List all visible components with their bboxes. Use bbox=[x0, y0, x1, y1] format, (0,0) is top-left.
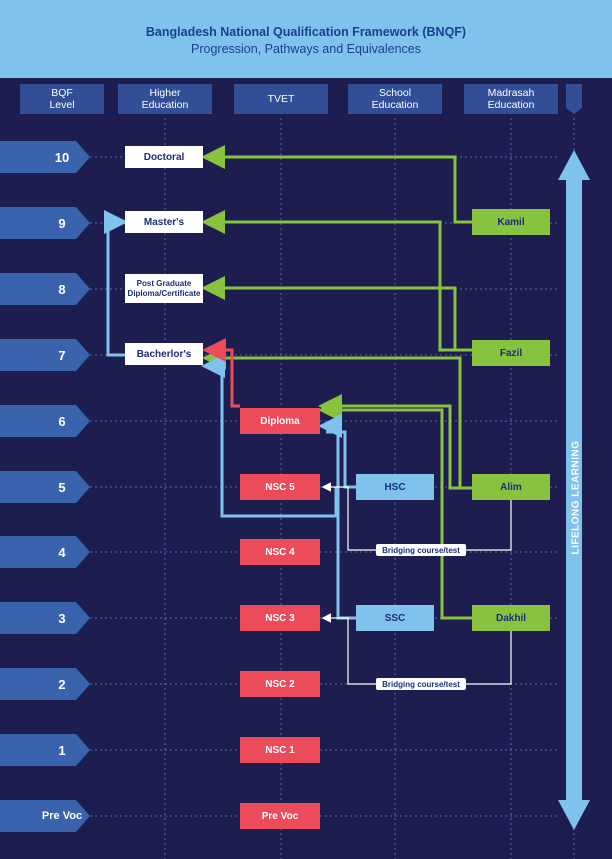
qualification-nsc1: NSC 1 bbox=[240, 737, 320, 763]
column-header-bqf: BQF Level bbox=[20, 84, 104, 114]
qualification-alim: Alim bbox=[472, 474, 550, 500]
qualification-nsc5: NSC 5 bbox=[240, 474, 320, 500]
madrasah-pathways bbox=[201, 145, 472, 620]
qualification-nsc4: NSC 4 bbox=[240, 539, 320, 565]
diagram-subtitle: Progression, Pathways and Equivalences bbox=[191, 42, 421, 56]
lifelong-learning-label: LIFELONG LEARNING bbox=[570, 440, 582, 555]
lifelong-arrow-shape bbox=[558, 150, 590, 830]
level-label-10: 10 bbox=[54, 149, 70, 165]
column-header-madrasah-education: Madrasah Education bbox=[464, 84, 558, 114]
level-label-3: 3 bbox=[58, 610, 66, 626]
qualification-nsc3: NSC 3 bbox=[240, 605, 320, 631]
level-label-5: 5 bbox=[58, 479, 66, 495]
qualification-fazil: Fazil bbox=[472, 340, 550, 366]
bridging-course-lower: Bridging course/test bbox=[376, 678, 466, 690]
qualification-bachelors: Bacherlor's bbox=[125, 343, 203, 365]
qualification-kamil: Kamil bbox=[472, 209, 550, 235]
diagram-title: Bangladesh National Qualification Framew… bbox=[145, 25, 467, 39]
level-label-6: 6 bbox=[58, 413, 66, 429]
qualification-dakhil: Dakhil bbox=[472, 605, 550, 631]
column-header-school-education: School Education bbox=[348, 84, 442, 114]
level-label-8: 8 bbox=[58, 281, 66, 297]
bridging-course-upper: Bridging course/test bbox=[376, 544, 466, 556]
qualification-doctoral: Doctoral bbox=[125, 146, 203, 168]
qualification-diploma: Diploma bbox=[240, 408, 320, 434]
level-chevrons bbox=[0, 141, 90, 832]
diploma-to-bachelors-arrow bbox=[202, 338, 240, 408]
qualification-ssc: SSC bbox=[356, 605, 434, 631]
level-label-7: 7 bbox=[58, 347, 66, 363]
qualification-pg-diploma: Post Graduate Diploma/Certificate bbox=[125, 274, 203, 303]
qualification-prevoc: Pre Voc bbox=[240, 803, 320, 829]
bridging-pathways bbox=[321, 482, 512, 685]
column-header-tvet: TVET bbox=[234, 84, 328, 114]
level-label-2: 2 bbox=[58, 676, 66, 692]
level-label-1: 1 bbox=[58, 742, 66, 758]
qualification-masters: Master's bbox=[125, 211, 203, 233]
level-label-4: 4 bbox=[58, 544, 66, 560]
qualification-hsc: HSC bbox=[356, 474, 434, 500]
column-header-higher-education: Higher Education bbox=[118, 84, 212, 114]
qualification-nsc2: NSC 2 bbox=[240, 671, 320, 697]
level-label-prevoc: Pre Voc bbox=[41, 810, 83, 822]
diagram-header: Bangladesh National Qualification Framew… bbox=[0, 0, 612, 78]
level-label-9: 9 bbox=[58, 215, 66, 231]
